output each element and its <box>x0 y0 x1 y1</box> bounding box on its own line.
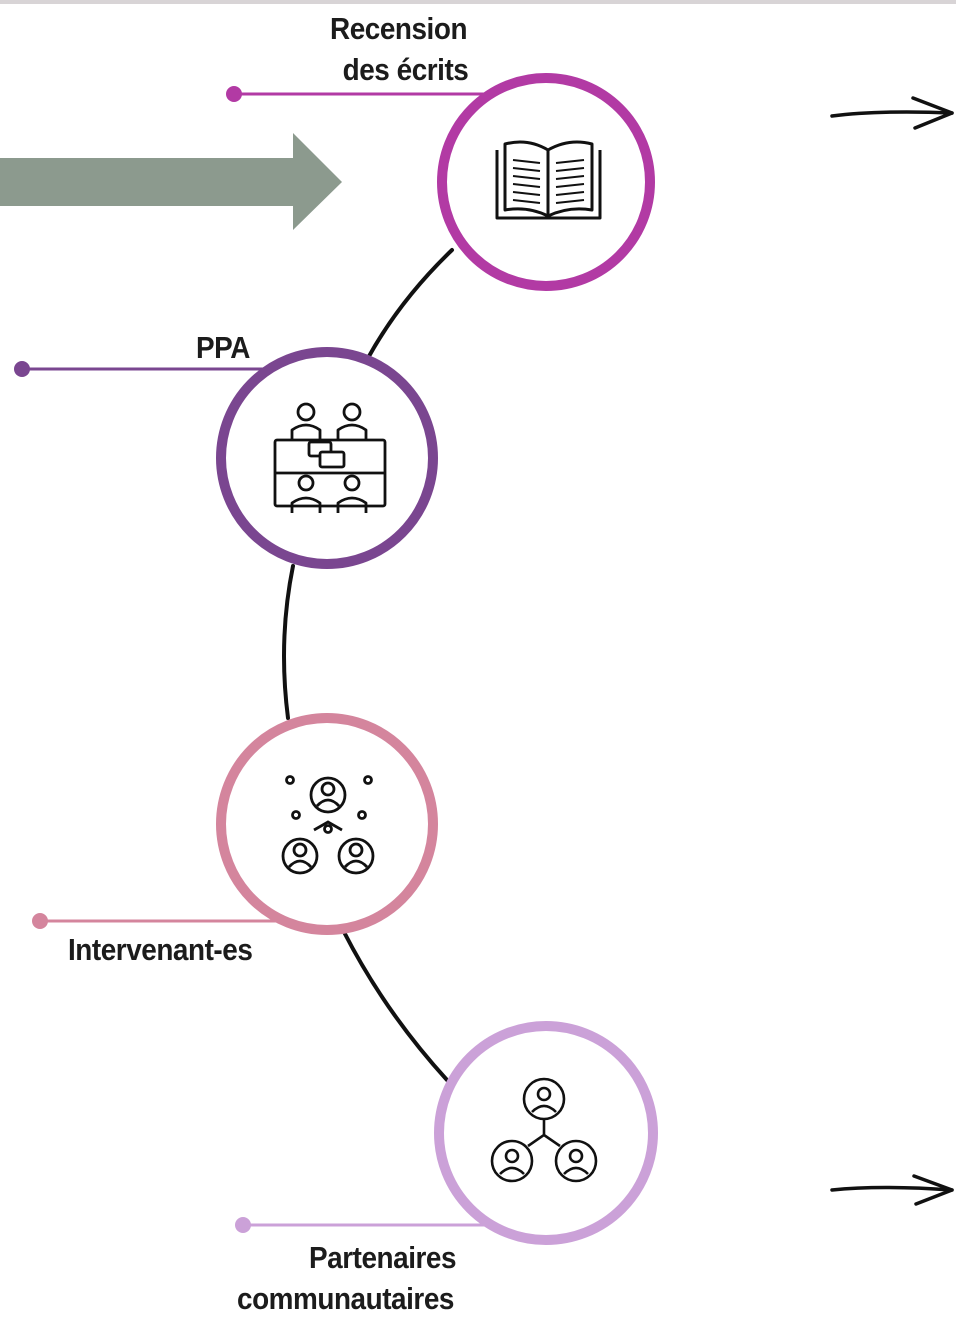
leader-intervenants <box>32 913 296 929</box>
hand-drawn-arrow-bottom <box>830 1174 954 1206</box>
label-recension: Recension des écrits <box>330 8 469 90</box>
hand-drawn-arrow-top <box>830 96 954 130</box>
label-partenaires-line1: Partenaires <box>309 1240 457 1275</box>
label-intervenants: Intervenant-es <box>68 932 253 967</box>
label-partenaires: Partenaires communautaires <box>237 1237 457 1319</box>
leader-partenaires <box>235 1217 488 1233</box>
label-recension-line1: Recension <box>330 11 468 46</box>
connector-3-4 <box>342 930 449 1082</box>
leader-ppa <box>14 361 266 377</box>
leader-recension <box>226 86 498 102</box>
step-circle-recension <box>437 73 655 291</box>
label-recension-line2: des écrits <box>342 52 469 87</box>
step-circle-partenaires <box>434 1021 658 1245</box>
top-border <box>0 0 956 4</box>
label-ppa: PPA <box>196 330 250 365</box>
people-network-icon <box>281 775 375 875</box>
video-meeting-icon <box>273 402 387 513</box>
connected-users-icon <box>490 1077 598 1183</box>
connector-1-2 <box>366 248 454 360</box>
label-partenaires-line2: communautaires <box>237 1281 454 1316</box>
big-arrow <box>0 133 342 230</box>
open-book-icon <box>495 140 602 220</box>
connector-2-3 <box>282 564 295 720</box>
